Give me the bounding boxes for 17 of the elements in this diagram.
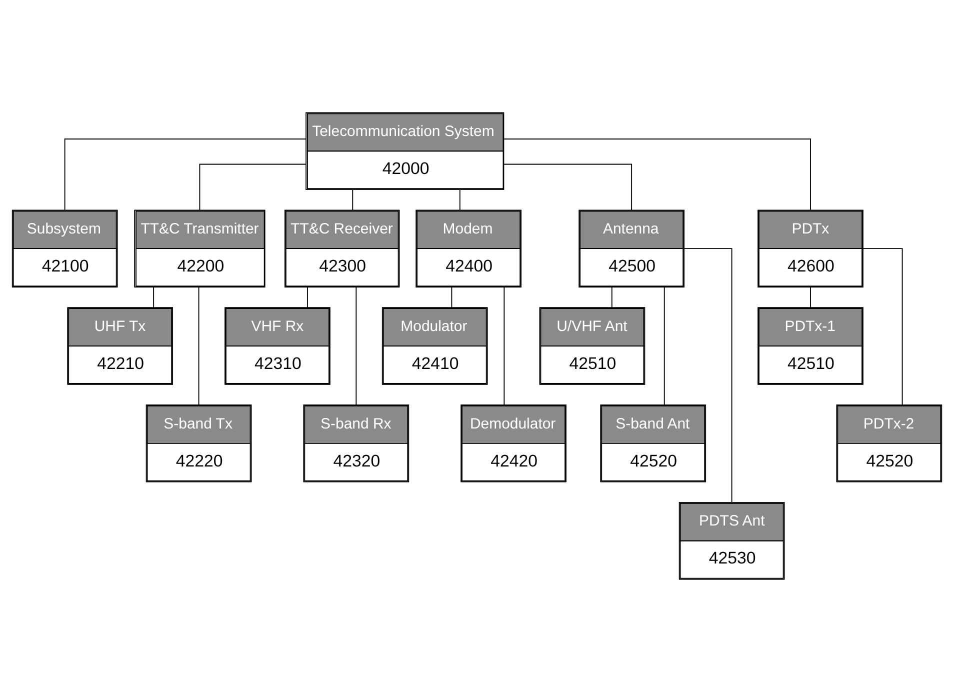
connector — [503, 138, 811, 210]
connector — [198, 286, 200, 405]
connector — [611, 286, 612, 308]
connector — [356, 286, 357, 405]
connector — [664, 286, 665, 405]
connector — [810, 286, 811, 308]
connector — [306, 286, 308, 308]
connector — [199, 163, 306, 210]
connector — [504, 163, 632, 210]
connector — [504, 286, 505, 405]
connector — [451, 286, 452, 308]
connector — [684, 248, 732, 502]
connector — [352, 188, 354, 210]
connector — [64, 138, 306, 210]
connector — [862, 248, 903, 405]
connector — [459, 188, 460, 210]
connector — [153, 286, 154, 308]
